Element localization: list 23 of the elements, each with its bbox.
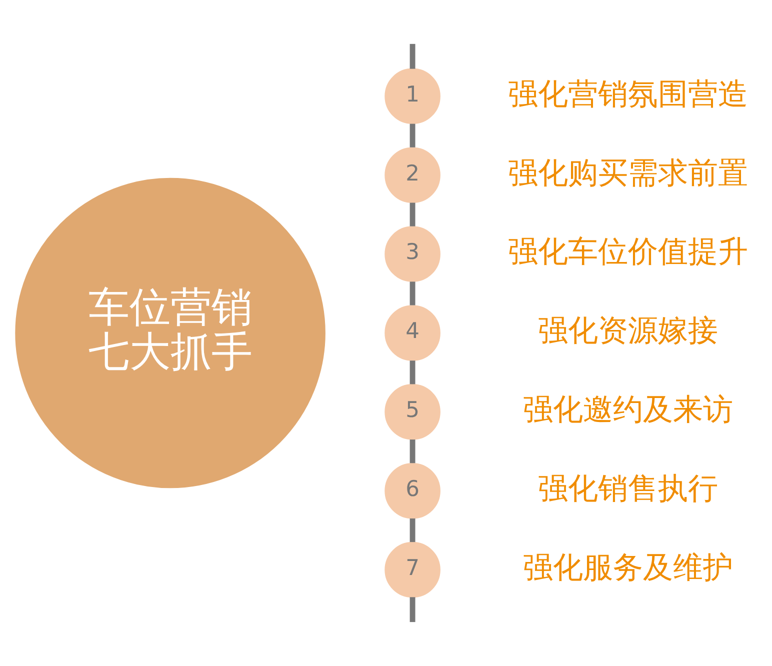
node-circle: 3	[384, 226, 440, 282]
node-circle: 4	[384, 305, 440, 361]
node-circle: 1	[384, 68, 440, 124]
node-circle: 车位营销七大抓手	[12, 175, 328, 491]
node-label: 强化资源嫁接	[538, 314, 718, 349]
node-circle: 2	[384, 147, 440, 204]
connector	[410, 44, 416, 69]
node-label: 强化车位价值提升	[508, 234, 748, 270]
connector	[410, 282, 416, 306]
node-label: 强化销售执行	[538, 471, 718, 506]
connector	[410, 124, 416, 148]
node-circle: 7	[384, 542, 440, 598]
connector	[410, 202, 416, 226]
connector	[410, 518, 416, 542]
node-circle: 6	[384, 462, 440, 519]
connector	[410, 440, 416, 464]
node-label: 强化邀约及来访	[523, 392, 734, 428]
node-circle: 5	[384, 384, 440, 440]
node-label: 强化服务及维护	[523, 550, 734, 586]
node-label: 强化营销氛围营造	[508, 76, 748, 112]
connector	[410, 597, 416, 622]
node-label: 强化购买需求前置	[508, 156, 748, 191]
connector	[410, 360, 416, 384]
